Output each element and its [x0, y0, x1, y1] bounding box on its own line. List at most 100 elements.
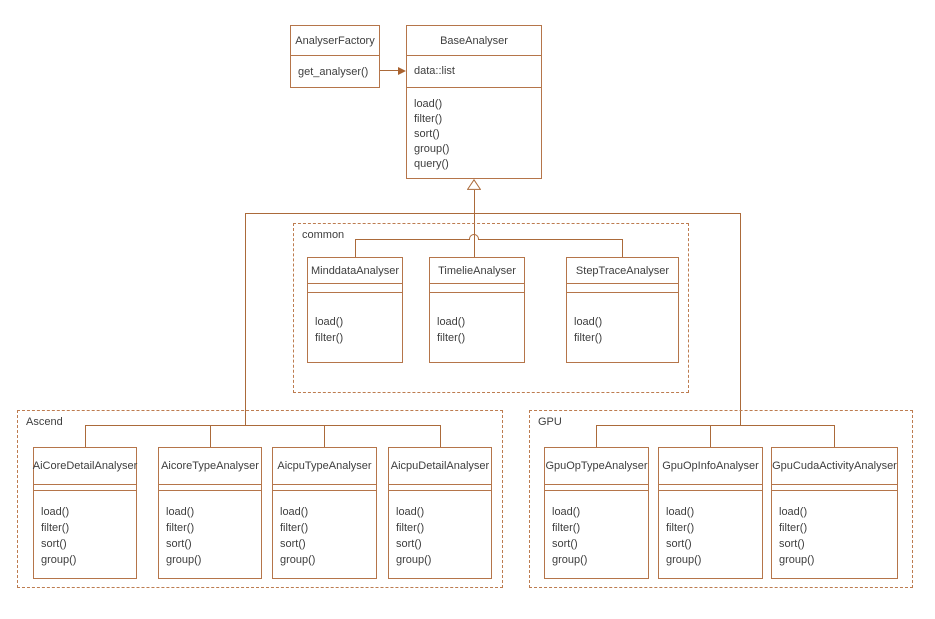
class-attributes: [273, 485, 376, 491]
class-attributes: [308, 284, 402, 293]
method-label: group(): [166, 554, 202, 566]
method-label: load(): [315, 316, 344, 328]
method-label: filter(): [280, 522, 309, 534]
method-label: load(): [280, 506, 309, 518]
class-attributes: [389, 485, 491, 491]
class-name: AnalyserFactory: [291, 26, 379, 56]
stub-aicputype: [324, 425, 325, 447]
class-methods: load() filter() sort() group() query(): [407, 88, 541, 178]
class-methods: load() filter(): [308, 293, 402, 362]
method-label: load(): [437, 316, 466, 328]
class-methods: load() filter() sort() group(): [772, 491, 897, 578]
class-methods: load() filter() sort() group(): [273, 491, 376, 578]
method-label: sort(): [666, 538, 692, 550]
method-label: sort(): [166, 538, 192, 550]
gpu-branch-line: [596, 425, 835, 426]
method-label: filter(): [437, 332, 466, 344]
class-methods: load() filter() sort() group(): [389, 491, 491, 578]
class-methods: load() filter() sort() group(): [545, 491, 648, 578]
method-label: filter(): [779, 522, 808, 534]
stub-aicoredetail: [85, 425, 86, 447]
class-name: GpuOpInfoAnalyser: [659, 448, 762, 485]
method-label: sort(): [396, 538, 422, 550]
inheritance-line-to-ascend: [245, 213, 246, 425]
method-label: filter(): [396, 522, 425, 534]
method-label: filter(): [414, 113, 443, 125]
method-label: group(): [552, 554, 588, 566]
common-branch-line-right: [479, 239, 622, 240]
method-label: load(): [574, 316, 603, 328]
class-attributes: [159, 485, 261, 491]
class-box-gpucudaactivity-analyser: GpuCudaActivityAnalyser load() filter() …: [771, 447, 898, 579]
class-methods: load() filter() sort() group(): [34, 491, 136, 578]
method-label: filter(): [166, 522, 195, 534]
method-label: sort(): [41, 538, 67, 550]
method-label: group(): [414, 143, 450, 155]
association-line: [380, 70, 400, 71]
method-label: query(): [414, 158, 449, 170]
group-label: GPU: [538, 416, 562, 428]
method-label: group(): [280, 554, 316, 566]
method-label: sort(): [552, 538, 578, 550]
group-label: common: [302, 229, 345, 241]
class-attributes: [34, 485, 136, 491]
arrow-head-icon: [398, 67, 406, 75]
method-label: filter(): [666, 522, 695, 534]
class-name: GpuOpTypeAnalyser: [545, 448, 648, 485]
class-name: AicpuTypeAnalyser: [273, 448, 376, 485]
class-attributes: [430, 284, 524, 293]
method-label: filter(): [315, 332, 344, 344]
method-label: filter(): [552, 522, 581, 534]
class-box-aicoretype-analyser: AicoreTypeAnalyser load() filter() sort(…: [158, 447, 262, 579]
stub-minddata: [355, 239, 356, 257]
group-gpu: GPU: [529, 410, 913, 588]
group-ascend: Ascend: [17, 410, 503, 588]
class-box-timelie-analyser: TimelieAnalyser load() filter(): [429, 257, 525, 363]
group-common: common: [293, 223, 689, 393]
method-label: group(): [396, 554, 432, 566]
class-box-aicputype-analyser: AicpuTypeAnalyser load() filter() sort()…: [272, 447, 377, 579]
method-label: load(): [396, 506, 425, 518]
method-label: load(): [166, 506, 195, 518]
method-label: sort(): [779, 538, 805, 550]
inheritance-bus-line: [245, 213, 740, 214]
class-attributes: [567, 284, 678, 293]
class-box-aicpudetail-analyser: AicpuDetailAnalyser load() filter() sort…: [388, 447, 492, 579]
attribute-label: data::list: [414, 65, 455, 77]
class-name: AiCoreDetailAnalyser: [33, 448, 137, 485]
method-label: load(): [779, 506, 808, 518]
method-label: load(): [666, 506, 695, 518]
class-methods: load() filter(): [430, 293, 524, 362]
method-label: group(): [666, 554, 702, 566]
method-label: load(): [414, 98, 443, 110]
class-methods: get_analyser(): [291, 56, 379, 87]
stub-aicpudetail: [440, 425, 441, 447]
class-name: AicoreTypeAnalyser: [159, 448, 261, 485]
class-methods: load() filter(): [567, 293, 678, 362]
class-name: TimelieAnalyser: [430, 258, 524, 284]
inheritance-triangle-icon: [467, 179, 481, 190]
class-attributes: [545, 485, 648, 491]
method-label: filter(): [574, 332, 603, 344]
method-label: sort(): [414, 128, 440, 140]
class-box-minddata-analyser: MinddataAnalyser load() filter(): [307, 257, 403, 363]
method-label: load(): [552, 506, 581, 518]
class-box-gpuoptype-analyser: GpuOpTypeAnalyser load() filter() sort()…: [544, 447, 649, 579]
class-box-analyser-factory: AnalyserFactory get_analyser(): [290, 25, 380, 88]
stub-steptrace: [622, 239, 623, 257]
group-label: Ascend: [26, 416, 63, 428]
method-label: sort(): [280, 538, 306, 550]
method-label: load(): [41, 506, 70, 518]
class-methods: load() filter() sort() group(): [659, 491, 762, 578]
stub-aicoretype: [210, 425, 211, 447]
inheritance-line-to-gpu: [740, 213, 741, 425]
class-attributes: [772, 485, 897, 491]
method-label: get_analyser(): [298, 65, 369, 78]
class-box-base-analyser: BaseAnalyser data::list load() filter() …: [406, 25, 542, 179]
stub-gpuoptype: [596, 425, 597, 447]
class-name: AicpuDetailAnalyser: [389, 448, 491, 485]
stub-gpuopinfo: [710, 425, 711, 447]
class-attributes: [659, 485, 762, 491]
common-branch-line-left: [355, 239, 469, 240]
